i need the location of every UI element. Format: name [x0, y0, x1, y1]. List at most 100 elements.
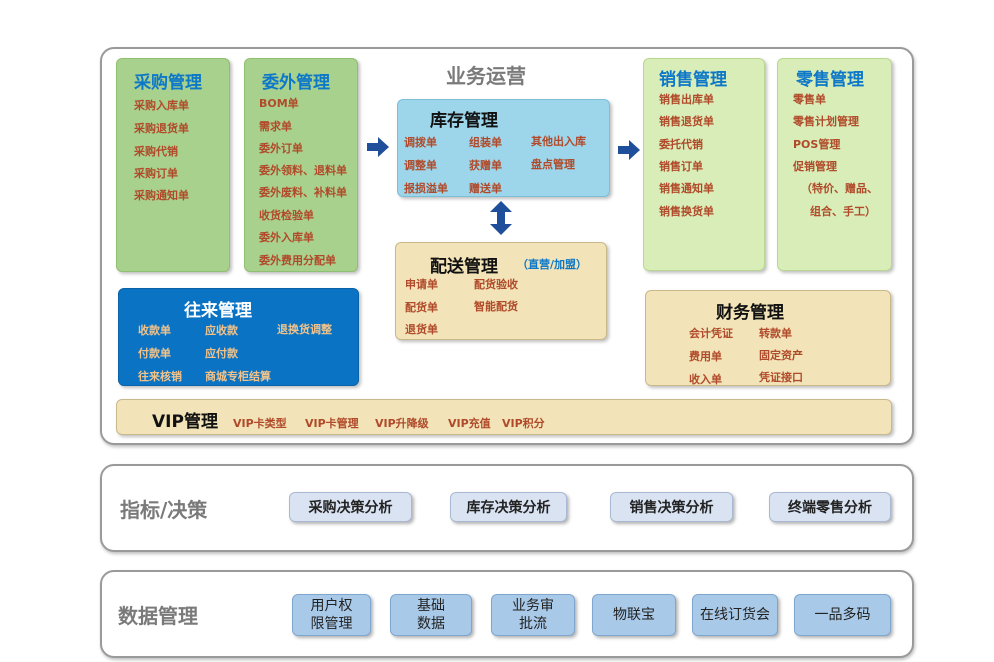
data-item-approval-flow[interactable]: 业务审批流 — [491, 594, 575, 636]
decision-item-inventory[interactable]: 库存决策分析 — [450, 492, 567, 522]
ops-title: 业务运营 — [446, 64, 526, 88]
data-item-iot[interactable]: 物联宝 — [592, 594, 676, 636]
data-item-line: 数据 — [417, 616, 445, 632]
purchase-item[interactable]: 采购退货单 — [134, 122, 189, 135]
contacts-item[interactable]: 收款单 — [138, 324, 171, 337]
inventory-item[interactable]: 报损溢单 — [404, 182, 448, 195]
data-item-user-permission[interactable]: 用户权限管理 — [292, 594, 371, 636]
right-arrow-icon — [367, 137, 389, 157]
contacts-item[interactable]: 商城专柜结算 — [205, 370, 271, 383]
finance-item[interactable]: 转款单 — [759, 327, 792, 340]
vip-item[interactable]: VIP卡管理 — [305, 417, 359, 430]
data-item-online-order[interactable]: 在线订货会 — [692, 594, 778, 636]
contacts-title: 往来管理 — [184, 301, 252, 321]
data-item-line: 一品多码 — [814, 607, 871, 623]
sales-item[interactable]: 委托代销 — [659, 138, 703, 151]
vip-item[interactable]: VIP积分 — [502, 417, 545, 430]
vip-item[interactable]: VIP卡类型 — [233, 417, 287, 430]
delivery-item[interactable]: 配货验收 — [474, 278, 518, 291]
data-item-multi-code[interactable]: 一品多码 — [794, 594, 891, 636]
sales-box[interactable] — [643, 58, 765, 271]
outsource-item[interactable]: 委外费用分配单 — [259, 254, 336, 267]
purchase-title: 采购管理 — [134, 73, 202, 93]
sales-item[interactable]: 销售出库单 — [659, 93, 714, 106]
delivery-item[interactable]: 申请单 — [405, 278, 438, 291]
decision-title: 指标/决策 — [120, 498, 208, 522]
vip-title: VIP管理 — [152, 412, 218, 432]
outsource-item[interactable]: 委外入库单 — [259, 231, 314, 244]
delivery-item[interactable]: 配货单 — [405, 301, 438, 314]
purchase-item[interactable]: 采购代销 — [134, 145, 178, 158]
outsource-item[interactable]: BOM单 — [259, 97, 299, 110]
retail-title: 零售管理 — [796, 70, 864, 90]
data-item-line: 基础 — [417, 598, 445, 614]
data-item-basic-data[interactable]: 基础数据 — [390, 594, 472, 636]
sales-item[interactable]: 销售退货单 — [659, 115, 714, 128]
finance-item[interactable]: 凭证接口 — [759, 371, 803, 384]
contacts-item[interactable]: 应付款 — [205, 347, 238, 360]
right-arrow-icon — [618, 140, 640, 160]
finance-item[interactable]: 费用单 — [689, 350, 722, 363]
retail-item[interactable]: POS管理 — [793, 138, 841, 151]
data-item-line: 业务审 — [512, 598, 554, 614]
purchase-item[interactable]: 采购订单 — [134, 167, 178, 180]
decision-item-sales[interactable]: 销售决策分析 — [610, 492, 733, 522]
inventory-item[interactable]: 调整单 — [404, 159, 437, 172]
purchase-item[interactable]: 采购入库单 — [134, 99, 189, 112]
sales-title: 销售管理 — [659, 70, 727, 90]
vip-box[interactable] — [116, 399, 892, 435]
vip-item[interactable]: VIP充值 — [448, 417, 491, 430]
inventory-title: 库存管理 — [430, 111, 498, 131]
decision-item-retail[interactable]: 终端零售分析 — [769, 492, 891, 522]
purchase-box[interactable] — [116, 58, 230, 272]
purchase-item[interactable]: 采购通知单 — [134, 189, 189, 202]
contacts-item[interactable]: 付款单 — [138, 347, 171, 360]
data-item-line: 限管理 — [310, 616, 353, 632]
sales-item[interactable]: 销售通知单 — [659, 182, 714, 195]
outsource-item[interactable]: 收货检验单 — [259, 209, 314, 222]
finance-item[interactable]: 收入单 — [689, 373, 722, 386]
inventory-item[interactable]: 其他出入库 — [531, 135, 586, 148]
inventory-item[interactable]: 盘点管理 — [531, 158, 575, 171]
outsource-item[interactable]: 需求单 — [259, 120, 292, 133]
retail-item: （特价、赠品、 — [801, 182, 878, 195]
delivery-item[interactable]: 退货单 — [405, 323, 438, 336]
contacts-item[interactable]: 往来核销 — [138, 370, 182, 383]
delivery-title: 配送管理 — [430, 257, 498, 277]
outsource-item[interactable]: 委外订单 — [259, 142, 303, 155]
data-title: 数据管理 — [118, 604, 198, 628]
sales-item[interactable]: 销售换货单 — [659, 205, 714, 218]
data-item-line: 物联宝 — [613, 607, 655, 623]
finance-title: 财务管理 — [716, 303, 784, 323]
contacts-box[interactable] — [118, 288, 359, 386]
finance-box[interactable] — [645, 290, 891, 386]
delivery-subtitle: （直营/加盟） — [517, 258, 588, 271]
retail-item[interactable]: 促销管理 — [793, 160, 837, 173]
up-down-arrow-icon — [490, 201, 512, 235]
data-item-line: 用户权 — [310, 598, 353, 614]
outsource-box[interactable] — [244, 58, 358, 272]
retail-item: 组合、手工） — [810, 205, 876, 218]
inventory-item[interactable]: 赠送单 — [469, 182, 502, 195]
outsource-item[interactable]: 委外领料、退料单 — [259, 164, 347, 177]
finance-item[interactable]: 会计凭证 — [689, 327, 733, 340]
outsource-item[interactable]: 委外废料、补料单 — [259, 186, 347, 199]
retail-box[interactable] — [777, 58, 892, 271]
retail-item[interactable]: 零售单 — [793, 93, 826, 106]
data-item-line: 批流 — [519, 616, 547, 632]
sales-item[interactable]: 销售订单 — [659, 160, 703, 173]
inventory-item[interactable]: 组装单 — [469, 136, 502, 149]
contacts-item[interactable]: 退换货调整 — [277, 323, 332, 336]
data-item-line: 在线订货会 — [700, 607, 770, 623]
delivery-box[interactable] — [395, 242, 607, 340]
inventory-box[interactable] — [397, 99, 610, 197]
retail-item[interactable]: 零售计划管理 — [793, 115, 859, 128]
delivery-item[interactable]: 智能配货 — [474, 300, 518, 313]
finance-item[interactable]: 固定资产 — [759, 349, 803, 362]
inventory-item[interactable]: 调拨单 — [404, 136, 437, 149]
contacts-item[interactable]: 应收款 — [205, 324, 238, 337]
decision-item-purchase[interactable]: 采购决策分析 — [289, 492, 412, 522]
vip-item[interactable]: VIP升降级 — [375, 417, 429, 430]
inventory-item[interactable]: 获赠单 — [469, 159, 502, 172]
outsource-title: 委外管理 — [262, 73, 330, 93]
